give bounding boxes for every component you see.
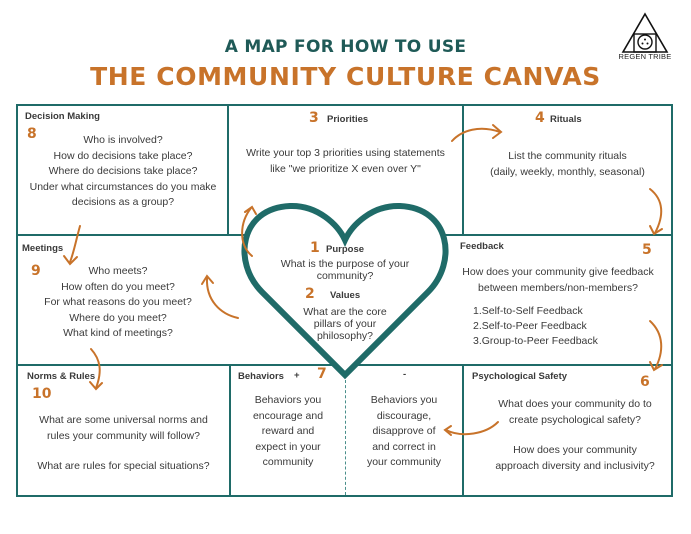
feedback-text: How does your community give feedback be… [462, 266, 654, 294]
arrow-icon [205, 277, 239, 319]
step-number: 6 [640, 374, 650, 390]
list-item: 2.Self-to-Peer Feedback [473, 320, 587, 332]
priorities-text: Write your top 3 priorities using statem… [246, 147, 445, 175]
norms-rules-title: Norms & Rules [27, 371, 96, 382]
list-item: 3.Group-to-Peer Feedback [473, 335, 598, 347]
behaviors-positive-text: Behaviors you encourage and reward and e… [252, 394, 324, 468]
logo-text: REGEN TRIBE [618, 52, 672, 61]
outer-border-right [671, 104, 673, 497]
step-number: 1 [310, 240, 320, 256]
psychological-safety-text: What does your community do to create ps… [495, 398, 655, 472]
row-divider-1 [16, 234, 673, 236]
step-number: 5 [642, 242, 652, 258]
purpose-text: What is the purpose of your community? [280, 258, 410, 282]
col-divider-bottom-right [462, 364, 464, 497]
decision-making-title: Decision Making [25, 111, 100, 122]
arrow-icon [649, 188, 663, 234]
psychological-safety-title: Psychological Safety [472, 371, 568, 382]
step-number: 8 [27, 126, 37, 142]
behaviors-negative-text: Behaviors you discourage, disapprove of … [366, 394, 442, 468]
step-number: 2 [305, 286, 315, 302]
behaviors-divider [345, 380, 346, 495]
col-divider-top-right [462, 104, 464, 235]
plus-sign: + [294, 370, 300, 381]
page-title: THE COMMUNITY CULTURE CANVAS [90, 62, 601, 91]
decision-making-text: Who is involved? How do decisions take p… [29, 134, 217, 208]
rituals-text: List the community rituals (daily, weekl… [490, 150, 645, 178]
col-divider-top-left [227, 104, 229, 235]
rituals-title: Rituals [550, 114, 582, 125]
minus-sign: - [403, 369, 407, 380]
step-number: 7 [317, 366, 327, 382]
values-text: What are the core pillars of your philos… [303, 306, 387, 342]
step-number: 9 [31, 263, 41, 279]
step-number: 10 [32, 386, 52, 402]
feedback-list: 1.Self-to-Self Feedback 2.Self-to-Peer F… [473, 304, 598, 349]
arrow-icon [649, 320, 663, 370]
step-number: 4 [535, 110, 545, 126]
triangle-circle-logo-icon [621, 12, 669, 53]
arrow-icon [69, 225, 81, 263]
meetings-text: Who meets? How often do you meet? For wh… [44, 265, 192, 339]
row-divider-2 [16, 364, 673, 366]
purpose-title: Purpose [326, 244, 365, 255]
outer-border-top [16, 104, 673, 106]
outer-border-bottom [16, 495, 673, 497]
list-item: 1.Self-to-Self Feedback [473, 305, 583, 317]
subtitle: A MAP FOR HOW TO USE [224, 37, 467, 57]
priorities-title: Priorities [327, 114, 369, 125]
values-title: Values [330, 290, 361, 301]
col-divider-bottom-left [229, 364, 231, 497]
arrow-icon [90, 348, 101, 389]
meetings-title: Meetings [22, 243, 64, 254]
outer-border-left [16, 104, 18, 497]
feedback-title: Feedback [460, 241, 504, 252]
arrow-icon [241, 207, 253, 257]
step-number: 3 [309, 110, 319, 126]
behaviors-title: Behaviors [238, 371, 284, 382]
norms-rules-text: What are some universal norms and rules … [37, 414, 210, 472]
arrow-icon [451, 127, 501, 142]
